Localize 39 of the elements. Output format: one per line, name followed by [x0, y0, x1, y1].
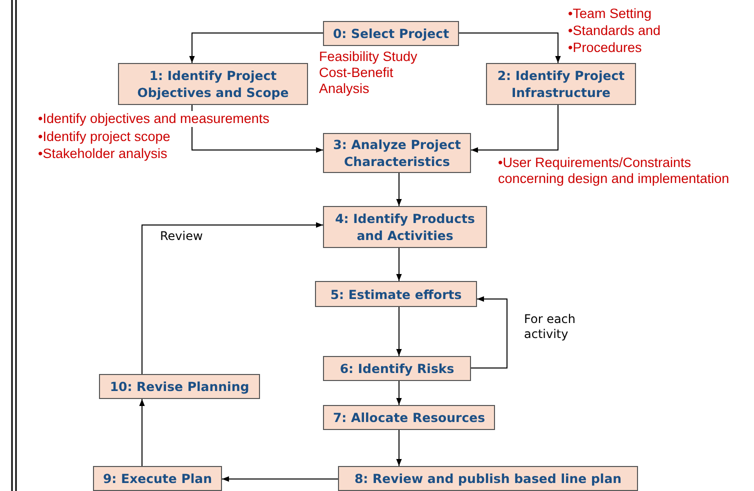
process-box [338, 466, 638, 491]
process-box [323, 405, 495, 430]
arrow [396, 172, 402, 206]
process-box [315, 281, 477, 307]
annotation-text: •Team Setting [568, 6, 652, 22]
process-box [93, 466, 222, 491]
annotation-text: •Stakeholder analysis [38, 146, 168, 162]
annotation-text: •Identify objectives and measurements [38, 111, 270, 127]
step-label: 7: Allocate Resources [332, 409, 486, 426]
step-label: 9: Execute Plan [102, 470, 212, 487]
step-label: 1: Identify Project Objectives and Scope [136, 67, 290, 101]
step-label: 10: Revise Planning [110, 378, 250, 395]
process-box [99, 374, 260, 399]
arrow [396, 380, 402, 406]
process-box [323, 133, 471, 173]
annotation-text: •Identify project scope [38, 129, 170, 145]
process-box [486, 63, 636, 105]
arrow [470, 104, 558, 153]
arrow [396, 306, 402, 356]
step-label: 8: Review and publish based line plan [354, 470, 622, 487]
arrow [222, 476, 338, 482]
step-label: 5: Estimate efforts [330, 286, 462, 302]
arrow [396, 248, 402, 282]
process-box [118, 63, 308, 105]
arrow [396, 430, 402, 466]
process-box [323, 206, 487, 248]
arrow [458, 32, 561, 64]
step-label: 4: Identify Products and Activities [334, 210, 476, 244]
process-box [323, 21, 459, 46]
arrow [189, 32, 324, 64]
step-label: 0: Select Project [332, 25, 450, 42]
step-label: 2: Identify Project Infrastructure [496, 67, 626, 101]
step-label: 6: Identify Risks [340, 360, 454, 377]
process-box [323, 356, 471, 381]
arrow [470, 296, 508, 368]
arrow [192, 104, 324, 153]
arrow [142, 222, 324, 374]
arrow [139, 398, 145, 466]
step-label: 3: Analyze Project Characteristics [332, 136, 462, 170]
